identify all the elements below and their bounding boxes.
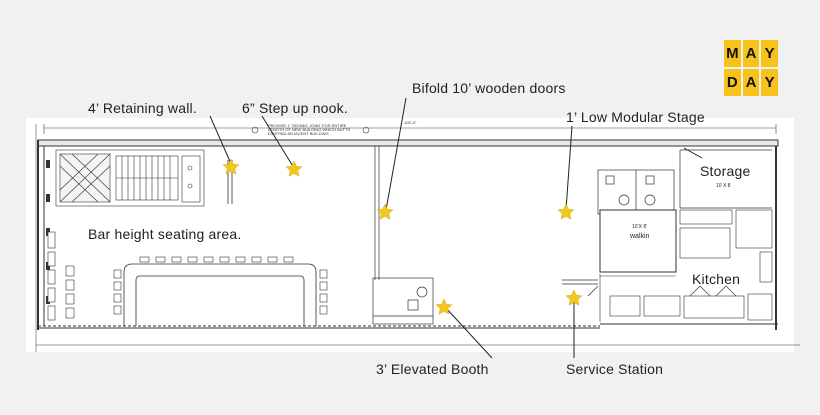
star-bifold-doors [376, 203, 394, 220]
callout-kitchen: Kitchen [692, 271, 741, 287]
callout-retaining-wall: 4’ Retaining wall. [88, 100, 197, 116]
bifold-door-partition [374, 146, 380, 280]
bar-stools-left [47, 231, 75, 321]
callout-modular-stage: 1’ Low Modular Stage [566, 109, 705, 125]
dimension-line [43, 124, 777, 134]
walkin-label: walkin [630, 233, 650, 240]
mayday-logo: M A Y D A Y [724, 40, 780, 96]
highlight-stars [222, 158, 583, 315]
outer-walls [35, 124, 800, 352]
logo-letter: D [724, 69, 741, 96]
callout-bar-seating: Bar height seating area. [88, 226, 242, 242]
walkin-size-label: 10’X 8’ [632, 224, 648, 230]
logo-letter: A [742, 40, 760, 67]
storage-room [679, 149, 772, 209]
kitchen-equipment [599, 209, 773, 322]
service-station-counter [562, 279, 599, 297]
logo-letter: Y [761, 69, 779, 96]
storage-size-label: 10 X 8 [716, 183, 731, 189]
star-step-up-nook [285, 160, 303, 177]
logo-letter: Y [761, 40, 779, 67]
star-modular-stage [557, 203, 575, 220]
callout-step-up-nook: 6” Step up nook. [242, 100, 348, 116]
stair-structure [55, 149, 205, 207]
star-service-station [565, 289, 583, 306]
dimension-label: 100'-0" [404, 120, 417, 125]
communal-table-stools [113, 256, 328, 315]
leader-lines [209, 97, 703, 359]
callout-bifold-doors: Bifold 10’ wooden doors [412, 80, 566, 96]
seismic-joint-note: PROVIDE 1" SEISMIC JOINT FOR ENTIRE LENG… [268, 123, 351, 136]
star-elevated-booth [435, 298, 453, 315]
star-retaining-wall [222, 158, 240, 175]
walkin-cooler [599, 209, 677, 273]
communal-table [123, 263, 317, 326]
callout-elevated-booth: 3’ Elevated Booth [376, 361, 489, 377]
callout-storage: Storage [700, 163, 751, 179]
logo-letter: M [724, 40, 741, 67]
elevated-booth [372, 277, 434, 325]
callout-service-station: Service Station [566, 361, 664, 377]
logo-letter: A [742, 69, 760, 96]
